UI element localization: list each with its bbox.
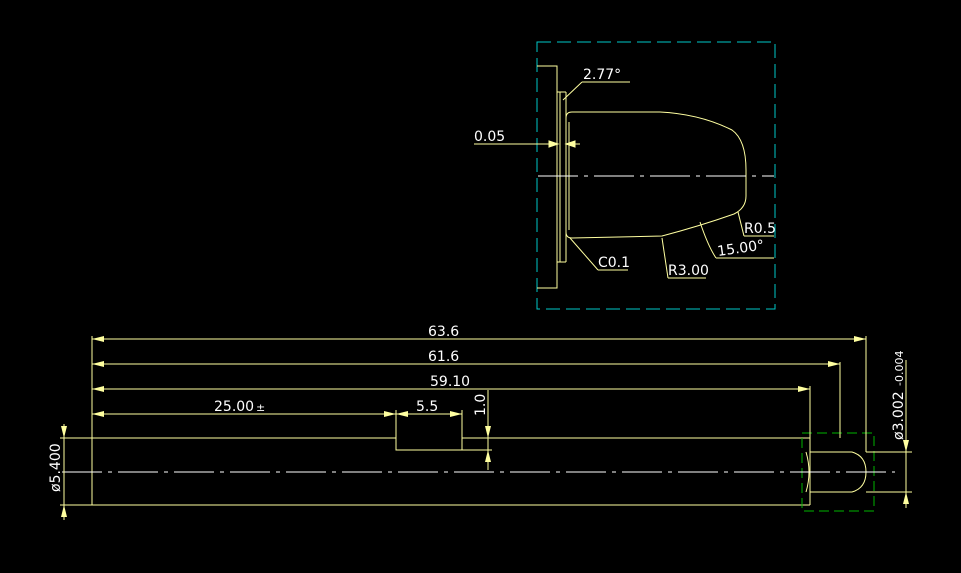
main-arrowheads xyxy=(61,336,909,517)
dim-angle-top: 2.77° xyxy=(583,67,621,83)
dim-length-3: 59.10 xyxy=(430,374,470,390)
dim-chamfer: C0.1 xyxy=(598,255,630,271)
detail-flange xyxy=(537,65,567,289)
dim-tip-diameter: ø3.002 xyxy=(891,391,907,440)
detail-leaders xyxy=(474,81,774,279)
dim-offset: 0.05 xyxy=(474,129,505,145)
dim-length-4: 25.00 xyxy=(214,399,254,415)
dim-radius-small: R0.5 xyxy=(744,221,776,237)
dim-angle-taper: 15.00° xyxy=(716,238,765,260)
dim-overall-length: 63.6 xyxy=(428,324,459,340)
main-view: 63.6 61.6 59.10 25.00 ± 5.5 1.0 ø5.400 ø… xyxy=(48,324,912,520)
detail-view: 2.77° 0.05 R0.5 15.00° C0.1 R3.00 xyxy=(474,41,776,310)
dim-diameter: ø5.400 xyxy=(48,443,64,492)
dim-flat-width: 5.5 xyxy=(416,399,438,415)
dim-length-4-suffix: ± xyxy=(256,401,265,414)
dim-flat-depth: 1.0 xyxy=(473,394,489,416)
dim-length-2: 61.6 xyxy=(428,349,459,365)
main-extension-lines xyxy=(60,336,912,506)
detail-tip-profile xyxy=(565,111,747,239)
main-dimension-lines xyxy=(63,338,907,520)
main-part-outline xyxy=(91,410,867,506)
detail-frame xyxy=(536,41,776,310)
dim-radius-large: R3.00 xyxy=(668,263,709,279)
dim-tip-tolerance: -0.004 xyxy=(893,351,906,386)
